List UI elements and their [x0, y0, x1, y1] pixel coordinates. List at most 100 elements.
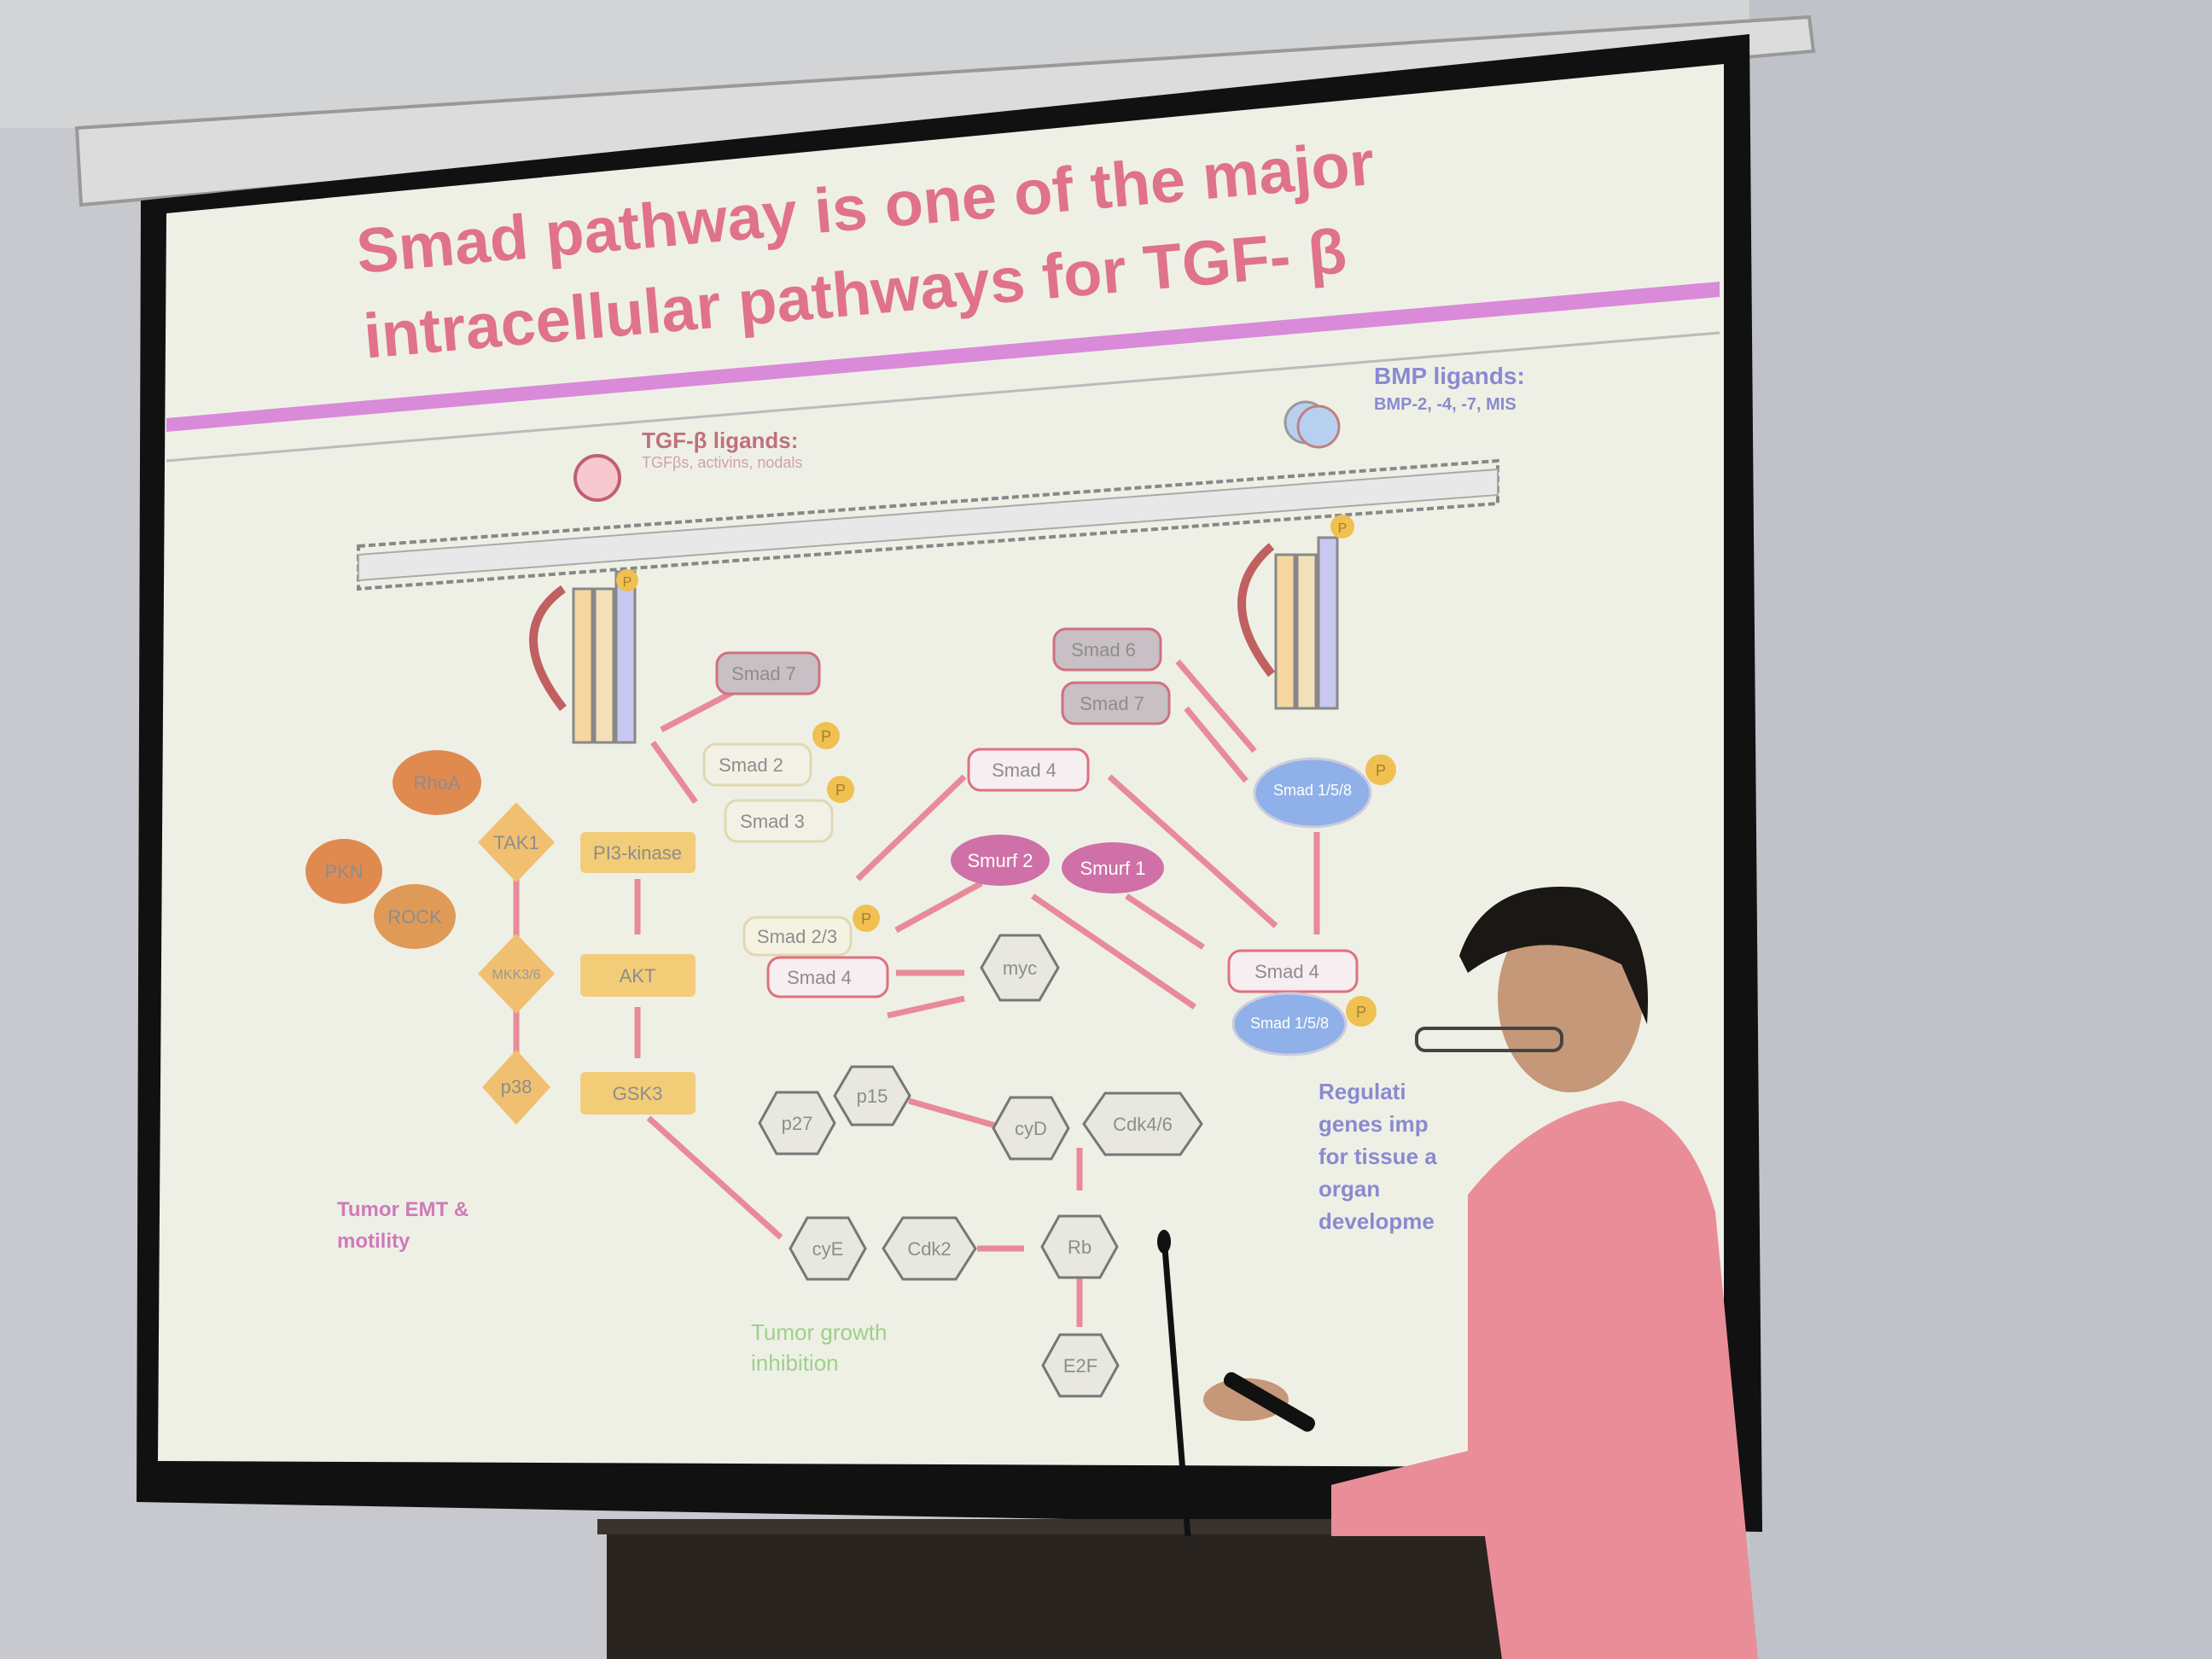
svg-text:P: P	[623, 575, 632, 590]
svg-text:organ: organ	[1318, 1176, 1380, 1202]
tumor-growth-label-1: Tumor growth	[751, 1319, 887, 1345]
microphone-stand	[1161, 1237, 1191, 1537]
node-smad158-top: Smad 1/5/8	[1253, 757, 1372, 829]
svg-text:Smad 1/5/8: Smad 1/5/8	[1273, 782, 1352, 799]
svg-text:E2F: E2F	[1063, 1355, 1097, 1377]
laser-pointer	[1223, 1371, 1315, 1432]
svg-text:Cdk2: Cdk2	[907, 1238, 951, 1260]
svg-text:Rb: Rb	[1068, 1237, 1091, 1258]
node-pkn: PKN	[306, 839, 382, 904]
svg-text:Smad 1/5/8: Smad 1/5/8	[1250, 1015, 1329, 1032]
node-p27: p27	[758, 1091, 836, 1155]
node-cdk46: Cdk4/6	[1082, 1091, 1203, 1156]
node-rb: Rb	[1040, 1214, 1119, 1279]
microphone-head	[1157, 1230, 1171, 1254]
node-smad2: Smad 2	[702, 742, 812, 787]
svg-text:PI3-kinase: PI3-kinase	[593, 842, 682, 864]
svg-text:for tissue a: for tissue a	[1318, 1144, 1437, 1169]
svg-text:cyD: cyD	[1015, 1118, 1047, 1139]
divider-line	[166, 331, 1720, 463]
svg-text:Smad 3: Smad 3	[740, 811, 805, 832]
tgf-ligands-label: TGF-β ligands:	[642, 428, 798, 453]
svg-text:genes imp: genes imp	[1318, 1111, 1429, 1137]
svg-text:GSK3: GSK3	[613, 1083, 663, 1104]
cell-membrane	[357, 458, 1499, 591]
speaker-shirt	[1331, 1101, 1758, 1659]
node-tak1: TAK1	[478, 802, 555, 882]
svg-text:p38: p38	[501, 1076, 533, 1097]
node-smad7-left: Smad 7	[715, 651, 821, 696]
svg-text:P: P	[861, 911, 871, 928]
podium	[607, 1523, 1511, 1659]
speaker-hair	[1459, 887, 1648, 1024]
node-smad3: Smad 3	[724, 799, 834, 843]
svg-text:TAK1: TAK1	[493, 832, 538, 853]
svg-text:Smurf 1: Smurf 1	[1080, 858, 1145, 879]
node-cyd: cyD	[992, 1096, 1070, 1161]
tumor-growth-label-2: inhibition	[751, 1350, 839, 1376]
svg-text:P: P	[821, 728, 831, 745]
regulation-label: Regulati genes imp for tissue a organ de…	[1318, 1079, 1437, 1234]
svg-text:Smad 2: Smad 2	[719, 754, 783, 776]
svg-text:p27: p27	[782, 1113, 813, 1134]
bmp-ligands-sub: BMP-2, -4, -7, MIS	[1374, 395, 1516, 414]
svg-text:myc: myc	[1003, 958, 1037, 979]
node-mkk36: MKK3/6	[478, 934, 555, 1014]
pathway-arrows	[513, 659, 1320, 1327]
node-p15: p15	[833, 1065, 911, 1126]
svg-text:P: P	[835, 782, 846, 799]
node-rhoa: RhoA	[393, 750, 481, 815]
node-smad6-right: Smad 6	[1052, 627, 1162, 672]
svg-text:ROCK: ROCK	[387, 906, 442, 928]
accent-bar	[166, 282, 1720, 432]
svg-text:P: P	[1376, 762, 1386, 779]
svg-text:Smad 4: Smad 4	[992, 760, 1057, 781]
right-wall-shadow	[1749, 0, 2212, 1659]
node-akt: AKT	[580, 954, 696, 997]
phospho-markers: P P P P P P P	[616, 515, 1396, 1027]
svg-text:p15: p15	[857, 1086, 888, 1107]
svg-text:Smad 6: Smad 6	[1071, 639, 1136, 661]
speaker-glasses	[1415, 1027, 1563, 1052]
svg-text:cyE: cyE	[812, 1238, 844, 1260]
node-smurf2: Smurf 2	[951, 835, 1050, 886]
tumor-emt-label-1: Tumor EMT &	[337, 1198, 469, 1221]
svg-text:PKN: PKN	[324, 861, 363, 882]
node-e2f: E2F	[1041, 1333, 1120, 1398]
svg-text:Smad 7: Smad 7	[731, 663, 796, 684]
node-cye: cyE	[789, 1216, 867, 1281]
node-p38: p38	[482, 1050, 550, 1125]
svg-text:Cdk4/6: Cdk4/6	[1113, 1114, 1173, 1135]
tgf-receptor	[529, 454, 637, 744]
svg-text:MKK3/6: MKK3/6	[492, 968, 541, 982]
node-gsk3: GSK3	[580, 1072, 696, 1115]
svg-text:developme: developme	[1318, 1208, 1435, 1234]
node-rock: ROCK	[374, 884, 456, 949]
bmp-ligands-label: BMP ligands:	[1374, 363, 1525, 389]
bmp-receptor	[1237, 400, 1341, 710]
speaker-hand	[1203, 1378, 1289, 1421]
svg-text:P: P	[1356, 1004, 1366, 1021]
screen-housing	[74, 15, 1816, 207]
podium-top	[597, 1519, 1519, 1534]
svg-text:Smad 7: Smad 7	[1080, 693, 1144, 714]
node-smad4-top: Smad 4	[967, 748, 1090, 792]
svg-text:RhoA: RhoA	[413, 772, 460, 794]
node-smad4-mid: Smad 4	[766, 956, 889, 998]
svg-text:Regulati: Regulati	[1318, 1079, 1406, 1104]
node-smad158-right: Smad 1/5/8	[1231, 992, 1348, 1057]
node-myc: myc	[980, 934, 1060, 1002]
node-pi3k: PI3-kinase	[580, 832, 696, 873]
svg-text:Smad 4: Smad 4	[787, 967, 852, 988]
svg-text:Smurf 2: Smurf 2	[967, 850, 1033, 871]
node-cdk2: Cdk2	[882, 1216, 977, 1281]
tumor-emt-label-2: motility	[337, 1230, 410, 1253]
node-smad23: Smad 2/3	[742, 916, 853, 957]
svg-text:AKT: AKT	[620, 965, 656, 987]
tgf-ligands-sub: TGFβs, activins, nodals	[642, 454, 802, 471]
node-smad7-right: Smad 7	[1061, 681, 1171, 725]
node-smurf1: Smurf 1	[1062, 842, 1164, 894]
svg-text:Smad 2/3: Smad 2/3	[757, 926, 837, 947]
node-smad4-right: Smad 4	[1227, 949, 1359, 993]
